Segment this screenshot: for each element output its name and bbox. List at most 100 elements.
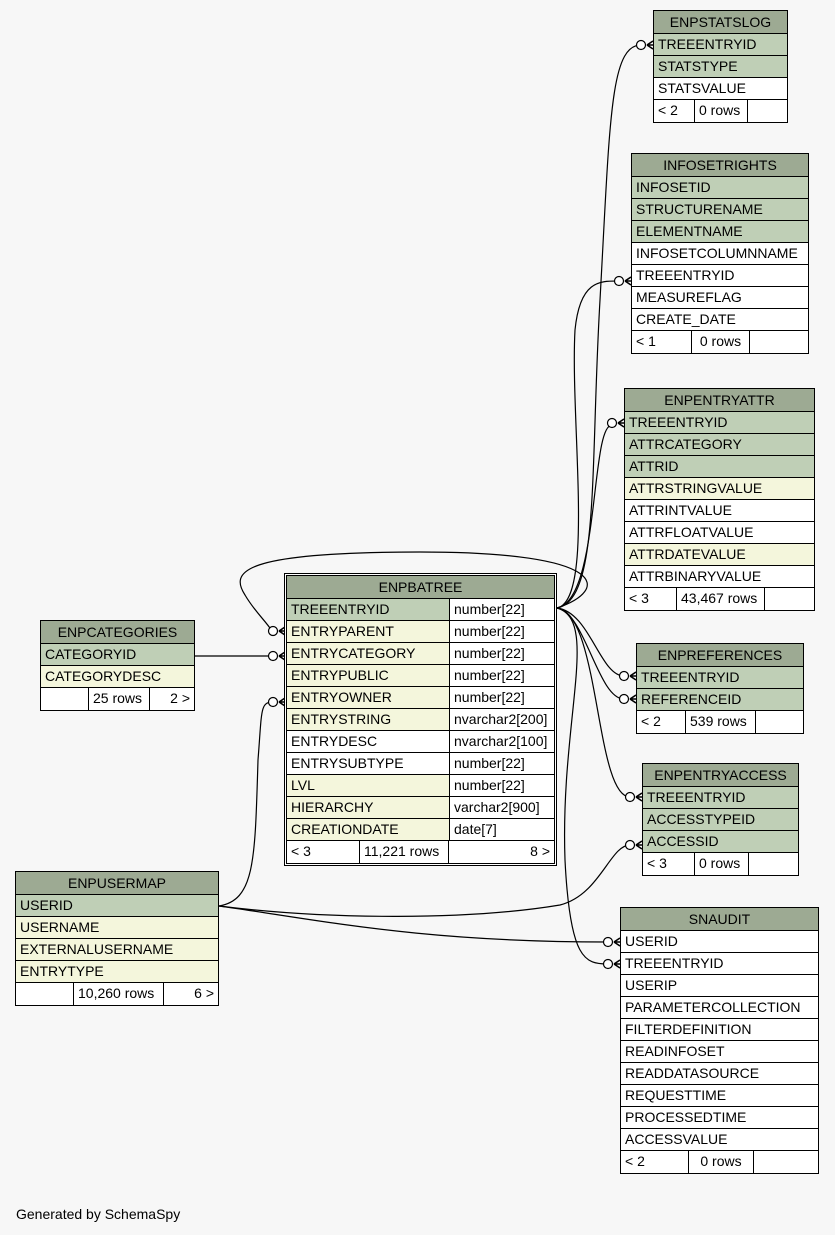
column-name: REQUESTTIME <box>625 1087 727 1103</box>
column-name: ELEMENTNAME <box>636 223 743 239</box>
table-enpentryattr[interactable]: ENPENTRYATTR TREEENTRYID ATTRCATEGORY AT… <box>624 388 815 611</box>
column-name: ATTRCATEGORY <box>629 436 742 452</box>
column-type: nvarchar2[100] <box>449 731 554 752</box>
column-name: STRUCTURENAME <box>636 201 763 217</box>
table-title[interactable]: ENPCATEGORIES <box>41 621 194 644</box>
parent-count[interactable]: < 2 <box>654 100 695 122</box>
column-name: USERID <box>625 933 678 949</box>
column-name: TREEENTRYID <box>629 414 728 430</box>
column-type: number[22] <box>449 599 554 620</box>
column-name: ENTRYTYPE <box>20 963 104 979</box>
edge-enpreferences-1 <box>556 607 625 677</box>
column-name: ENTRYCATEGORY <box>291 645 416 661</box>
column-name: TREEENTRYID <box>641 669 740 685</box>
column-type: number[22] <box>449 753 554 774</box>
table-enpstatslog[interactable]: ENPSTATSLOG TREEENTRYID STATSTYPE STATSV… <box>653 10 788 123</box>
parent-count[interactable]: < 3 <box>287 841 360 863</box>
column-name: ENTRYPARENT <box>291 623 394 639</box>
table-title[interactable]: ENPUSERMAP <box>16 872 218 895</box>
crowfoot-enpentryattr <box>606 417 625 429</box>
edge-enpentryattr <box>556 424 613 609</box>
edge-self-entryparent <box>239 551 588 632</box>
table-infosetrights[interactable]: INFOSETRIGHTS INFOSETID STRUCTURENAME EL… <box>631 153 809 354</box>
column-name: ATTRBINARYVALUE <box>629 568 762 584</box>
column-name: CREATIONDATE <box>291 821 399 837</box>
child-count[interactable]: 6 > <box>194 985 214 1001</box>
table-enpreferences[interactable]: ENPREFERENCES TREEENTRYID REFERENCEID < … <box>636 643 804 734</box>
table-title[interactable]: ENPSTATSLOG <box>654 11 787 34</box>
column-type: nvarchar2[200] <box>449 709 554 730</box>
child-count <box>750 331 808 353</box>
column-name: ATTRINTVALUE <box>629 502 732 518</box>
column-name: INFOSETCOLUMNNAME <box>636 245 798 261</box>
column-name: ATTRSTRINGVALUE <box>629 480 763 496</box>
parent-count[interactable]: < 1 <box>632 331 692 353</box>
crowfoot-enpreferences-1 <box>618 670 637 682</box>
column-name: CATEGORYID <box>45 646 137 662</box>
table-footer: < 2 0 rows <box>621 1151 818 1173</box>
column-name: STATSTYPE <box>658 58 738 74</box>
column-name: ENTRYOWNER <box>291 689 392 705</box>
table-footer: < 2 539 rows <box>637 711 803 733</box>
column-name: TREEENTRYID <box>291 601 390 617</box>
column-name: READINFOSET <box>625 1043 725 1059</box>
column-name: ENTRYDESC <box>291 733 378 749</box>
child-count[interactable]: 2 > <box>170 690 190 706</box>
edge-enpreferences-2 <box>556 607 625 700</box>
table-title[interactable]: SNAUDIT <box>621 908 818 931</box>
table-title[interactable]: ENPENTRYATTR <box>625 389 814 412</box>
column-name: ACCESSID <box>647 833 719 849</box>
column-name: INFOSETID <box>636 179 711 195</box>
column-name: USERNAME <box>20 919 100 935</box>
edge-usermap-entryowner <box>218 701 274 907</box>
table-enpentryaccess[interactable]: ENPENTRYACCESS TREEENTRYID ACCESSTYPEID … <box>642 763 799 876</box>
row-count: 10,260 rows <box>74 983 164 1005</box>
table-enpbatree[interactable]: ENPBATREE TREEENTRYID number[22] ENTRYPAR… <box>284 573 557 866</box>
row-count: 11,221 rows <box>360 841 449 863</box>
table-footer: 10,260 rows 6 > <box>16 983 218 1005</box>
column-name: USERIP <box>625 977 678 993</box>
crowfoot-accessid <box>624 839 643 851</box>
crowfoot-enpentryaccess <box>624 791 643 803</box>
parent-count <box>41 688 89 710</box>
child-count[interactable]: 8 > <box>530 843 550 859</box>
table-snaudit[interactable]: SNAUDIT USERID TREEENTRYID USERIP PARAME… <box>620 907 819 1174</box>
row-count: 0 rows <box>695 100 748 122</box>
column-name: PROCESSEDTIME <box>625 1109 747 1125</box>
column-type: number[22] <box>449 643 554 664</box>
column-name: TREEENTRYID <box>636 267 735 283</box>
crowfoot-entryowner <box>267 696 286 708</box>
column-name: FILTERDEFINITION <box>625 1021 752 1037</box>
parent-count[interactable]: < 2 <box>637 711 686 733</box>
table-enpcategories[interactable]: ENPCATEGORIES CATEGORYID CATEGORYDESC 25… <box>40 620 195 711</box>
parent-count[interactable]: < 2 <box>621 1151 689 1173</box>
column-name: ACCESSTYPEID <box>647 811 756 827</box>
edge-usermap-snaudit <box>218 905 609 943</box>
table-footer: < 3 0 rows <box>643 853 798 875</box>
column-type: date[7] <box>449 819 554 840</box>
table-title[interactable]: INFOSETRIGHTS <box>632 154 808 177</box>
child-count <box>749 853 798 875</box>
edge-enpstatslog <box>556 44 642 609</box>
table-title[interactable]: ENPREFERENCES <box>637 644 803 667</box>
row-count: 25 rows <box>89 688 150 710</box>
edge-enpentryaccess <box>556 607 631 798</box>
parent-count[interactable]: < 3 <box>625 588 677 610</box>
child-count <box>754 1151 818 1173</box>
column-name: ENTRYPUBLIC <box>291 667 389 683</box>
row-count: 0 rows <box>695 853 749 875</box>
column-name: PARAMETERCOLLECTION <box>625 999 801 1015</box>
column-type: varchar2[900] <box>449 797 554 818</box>
table-title[interactable]: ENPENTRYACCESS <box>643 764 798 787</box>
column-name: TREEENTRYID <box>647 789 746 805</box>
row-count: 0 rows <box>689 1151 754 1173</box>
table-title[interactable]: ENPBATREE <box>287 576 554 599</box>
table-footer: < 3 11,221 rows 8 > <box>287 841 554 863</box>
column-name: ENTRYSTRING <box>291 711 392 727</box>
parent-count[interactable]: < 3 <box>643 853 695 875</box>
column-type: number[22] <box>449 665 554 686</box>
table-enpusermap[interactable]: ENPUSERMAP USERID USERNAME EXTERNALUSERN… <box>15 871 219 1006</box>
column-name: LVL <box>291 777 315 793</box>
column-name: TREEENTRYID <box>658 36 757 52</box>
